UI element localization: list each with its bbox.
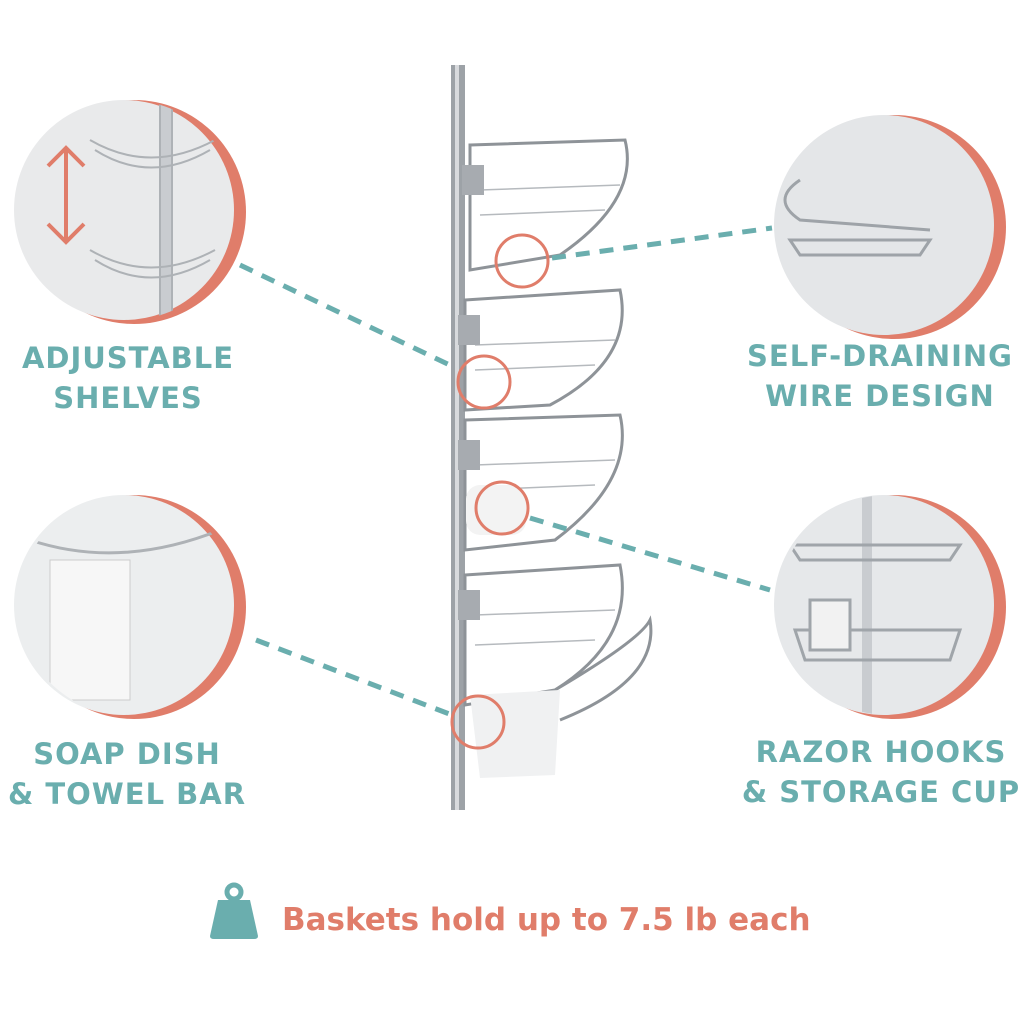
feature-line1: SOAP DISH — [33, 737, 221, 771]
callout-lines — [238, 225, 773, 718]
callout-markers — [450, 233, 550, 750]
feature-line2: & TOWEL BAR — [7, 777, 247, 811]
detail-circle-wire-design — [774, 115, 1006, 339]
feature-label-razor-hooks: RAZOR HOOKS & STORAGE CUP — [736, 732, 1024, 812]
feature-line1: SELF-DRAINING — [747, 339, 1013, 373]
feature-line2: WIRE DESIGN — [765, 379, 995, 413]
feature-label-adjustable-shelves: ADJUSTABLE SHELVES — [10, 338, 246, 418]
adjust-arrows-icon — [46, 145, 86, 245]
feature-label-wire-design: SELF-DRAINING WIRE DESIGN — [735, 336, 1024, 416]
detail-circle-soap-dish — [14, 495, 246, 719]
detail-circle-adjustable-shelves — [14, 100, 246, 324]
detail-circle-razor-hooks — [774, 495, 1006, 719]
shower-caddy — [451, 65, 653, 810]
feature-line2: SHELVES — [53, 381, 203, 415]
capacity-caption: Baskets hold up to 7.5 lb each — [282, 902, 811, 938]
feature-label-soap-dish: SOAP DISH & TOWEL BAR — [0, 734, 254, 814]
feature-line1: RAZOR HOOKS — [755, 735, 1007, 769]
feature-line2: & STORAGE CUP — [741, 775, 1021, 809]
feature-line1: ADJUSTABLE — [21, 341, 235, 375]
weight-icon — [210, 882, 258, 939]
